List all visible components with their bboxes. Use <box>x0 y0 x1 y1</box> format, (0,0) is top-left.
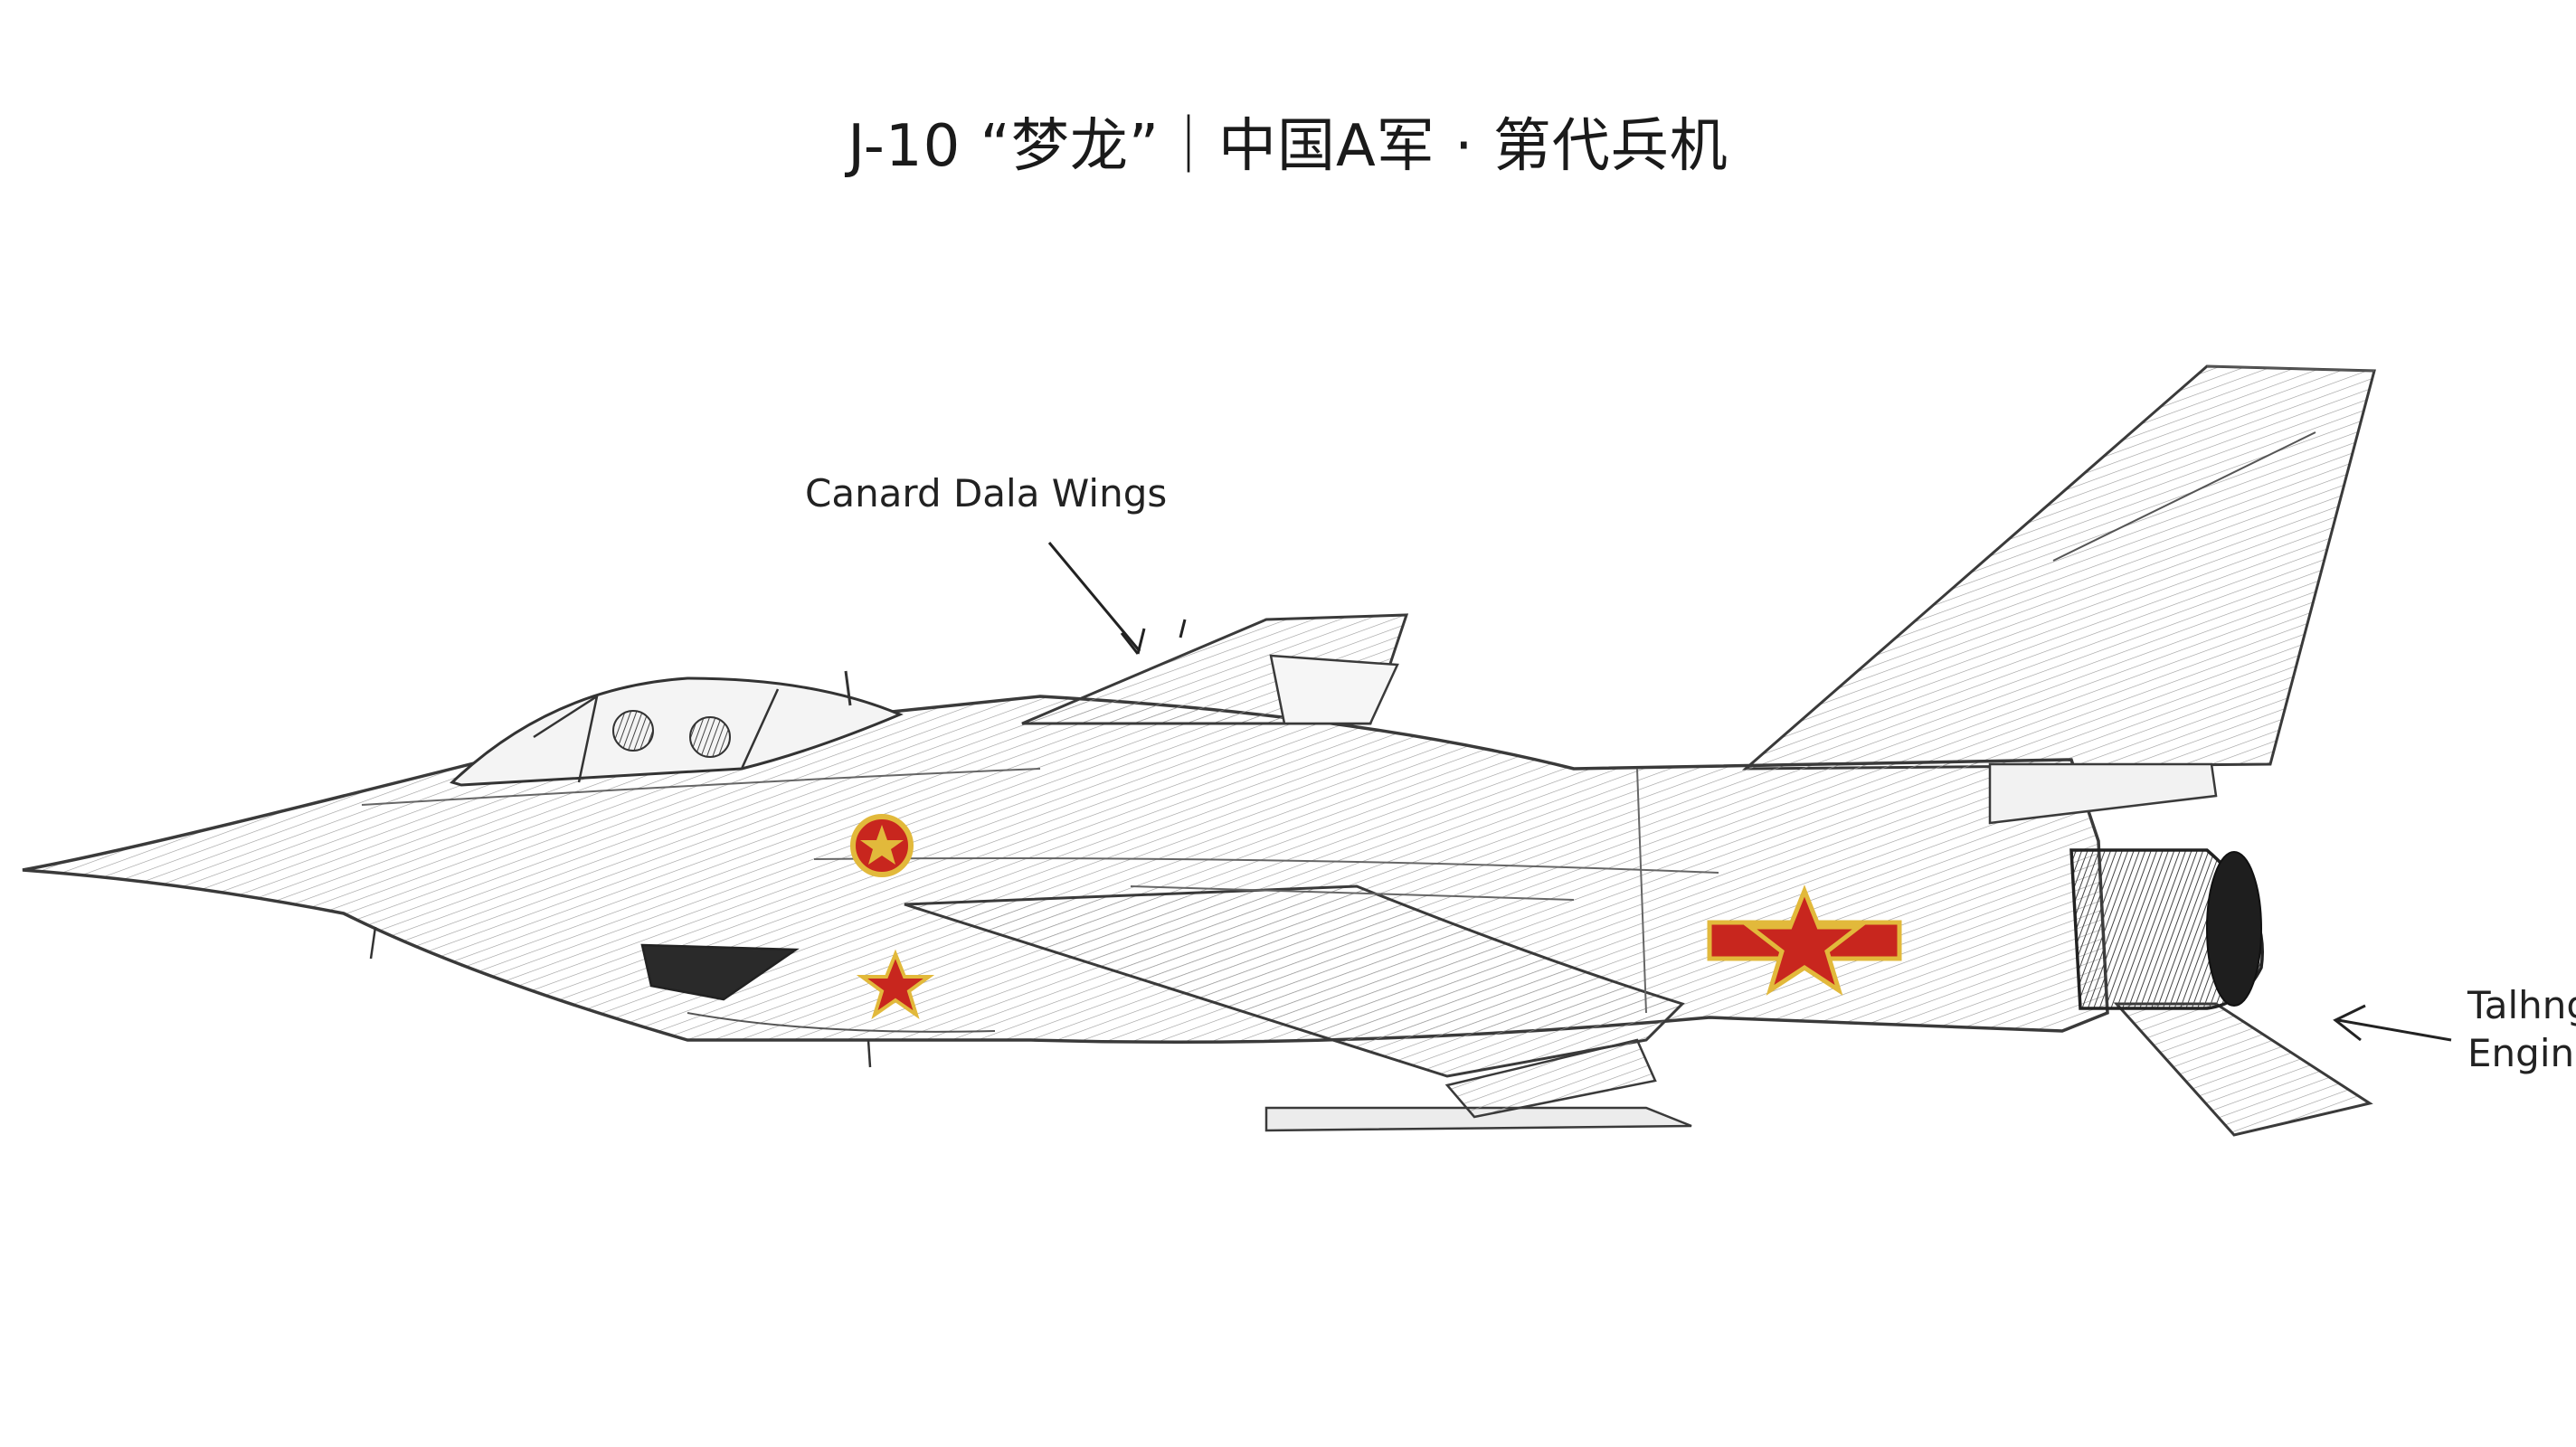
roundel-lower <box>856 949 935 1019</box>
drawing-title: J-10 “梦龙”｜中国A军 · 第代兵机 <box>848 113 1728 180</box>
ventral-fin <box>2113 1002 2373 1137</box>
roundel-forward <box>850 814 914 877</box>
engine-label-line-1: Talhng <box>2467 983 2576 1027</box>
canard-wings-label: Canard Dala Wings <box>805 471 1168 515</box>
engine-label: Talhng Enginc <box>2467 982 2576 1077</box>
cockpit-canopy <box>450 676 904 787</box>
engine-annotation-arrow <box>2333 1004 2452 1042</box>
fuselage-insignia <box>1707 884 1902 996</box>
canard-annotation-arrow <box>1047 542 1187 655</box>
vertical-stabilizer <box>1741 364 2376 771</box>
air-intake <box>640 943 800 1001</box>
engine-label-line-2: Enginc <box>2467 1030 2576 1075</box>
delta-wing <box>904 884 1685 1078</box>
